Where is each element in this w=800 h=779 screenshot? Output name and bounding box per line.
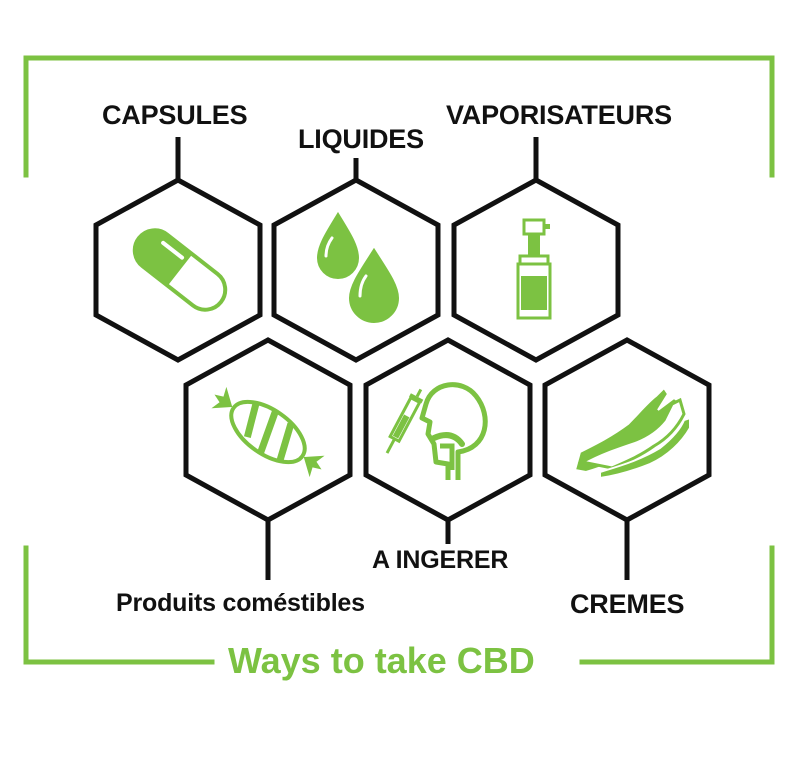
capsule-icon <box>132 228 228 312</box>
frame-bottom-right <box>579 545 775 665</box>
diagram-title: Ways to take CBD <box>228 640 535 681</box>
candy-icon <box>204 379 332 485</box>
frame-bottom-left <box>23 545 215 665</box>
frame-top <box>23 55 775 178</box>
label-cremes: CREMES <box>570 589 685 619</box>
syringe-head-icon <box>385 382 488 480</box>
frame <box>23 55 775 665</box>
hands-cream-icon <box>573 386 691 480</box>
connectors <box>175 137 630 580</box>
label-capsules: CAPSULES <box>102 100 248 130</box>
spray-bottle-icon <box>516 218 552 320</box>
label-edibles: Produits coméstibles <box>116 589 365 617</box>
label-vaporisateurs: VAPORISATEURS <box>446 100 672 130</box>
droplets-icon <box>314 208 402 325</box>
label-liquides: LIQUIDES <box>298 124 424 154</box>
label-ingerer: A INGERER <box>372 546 509 574</box>
